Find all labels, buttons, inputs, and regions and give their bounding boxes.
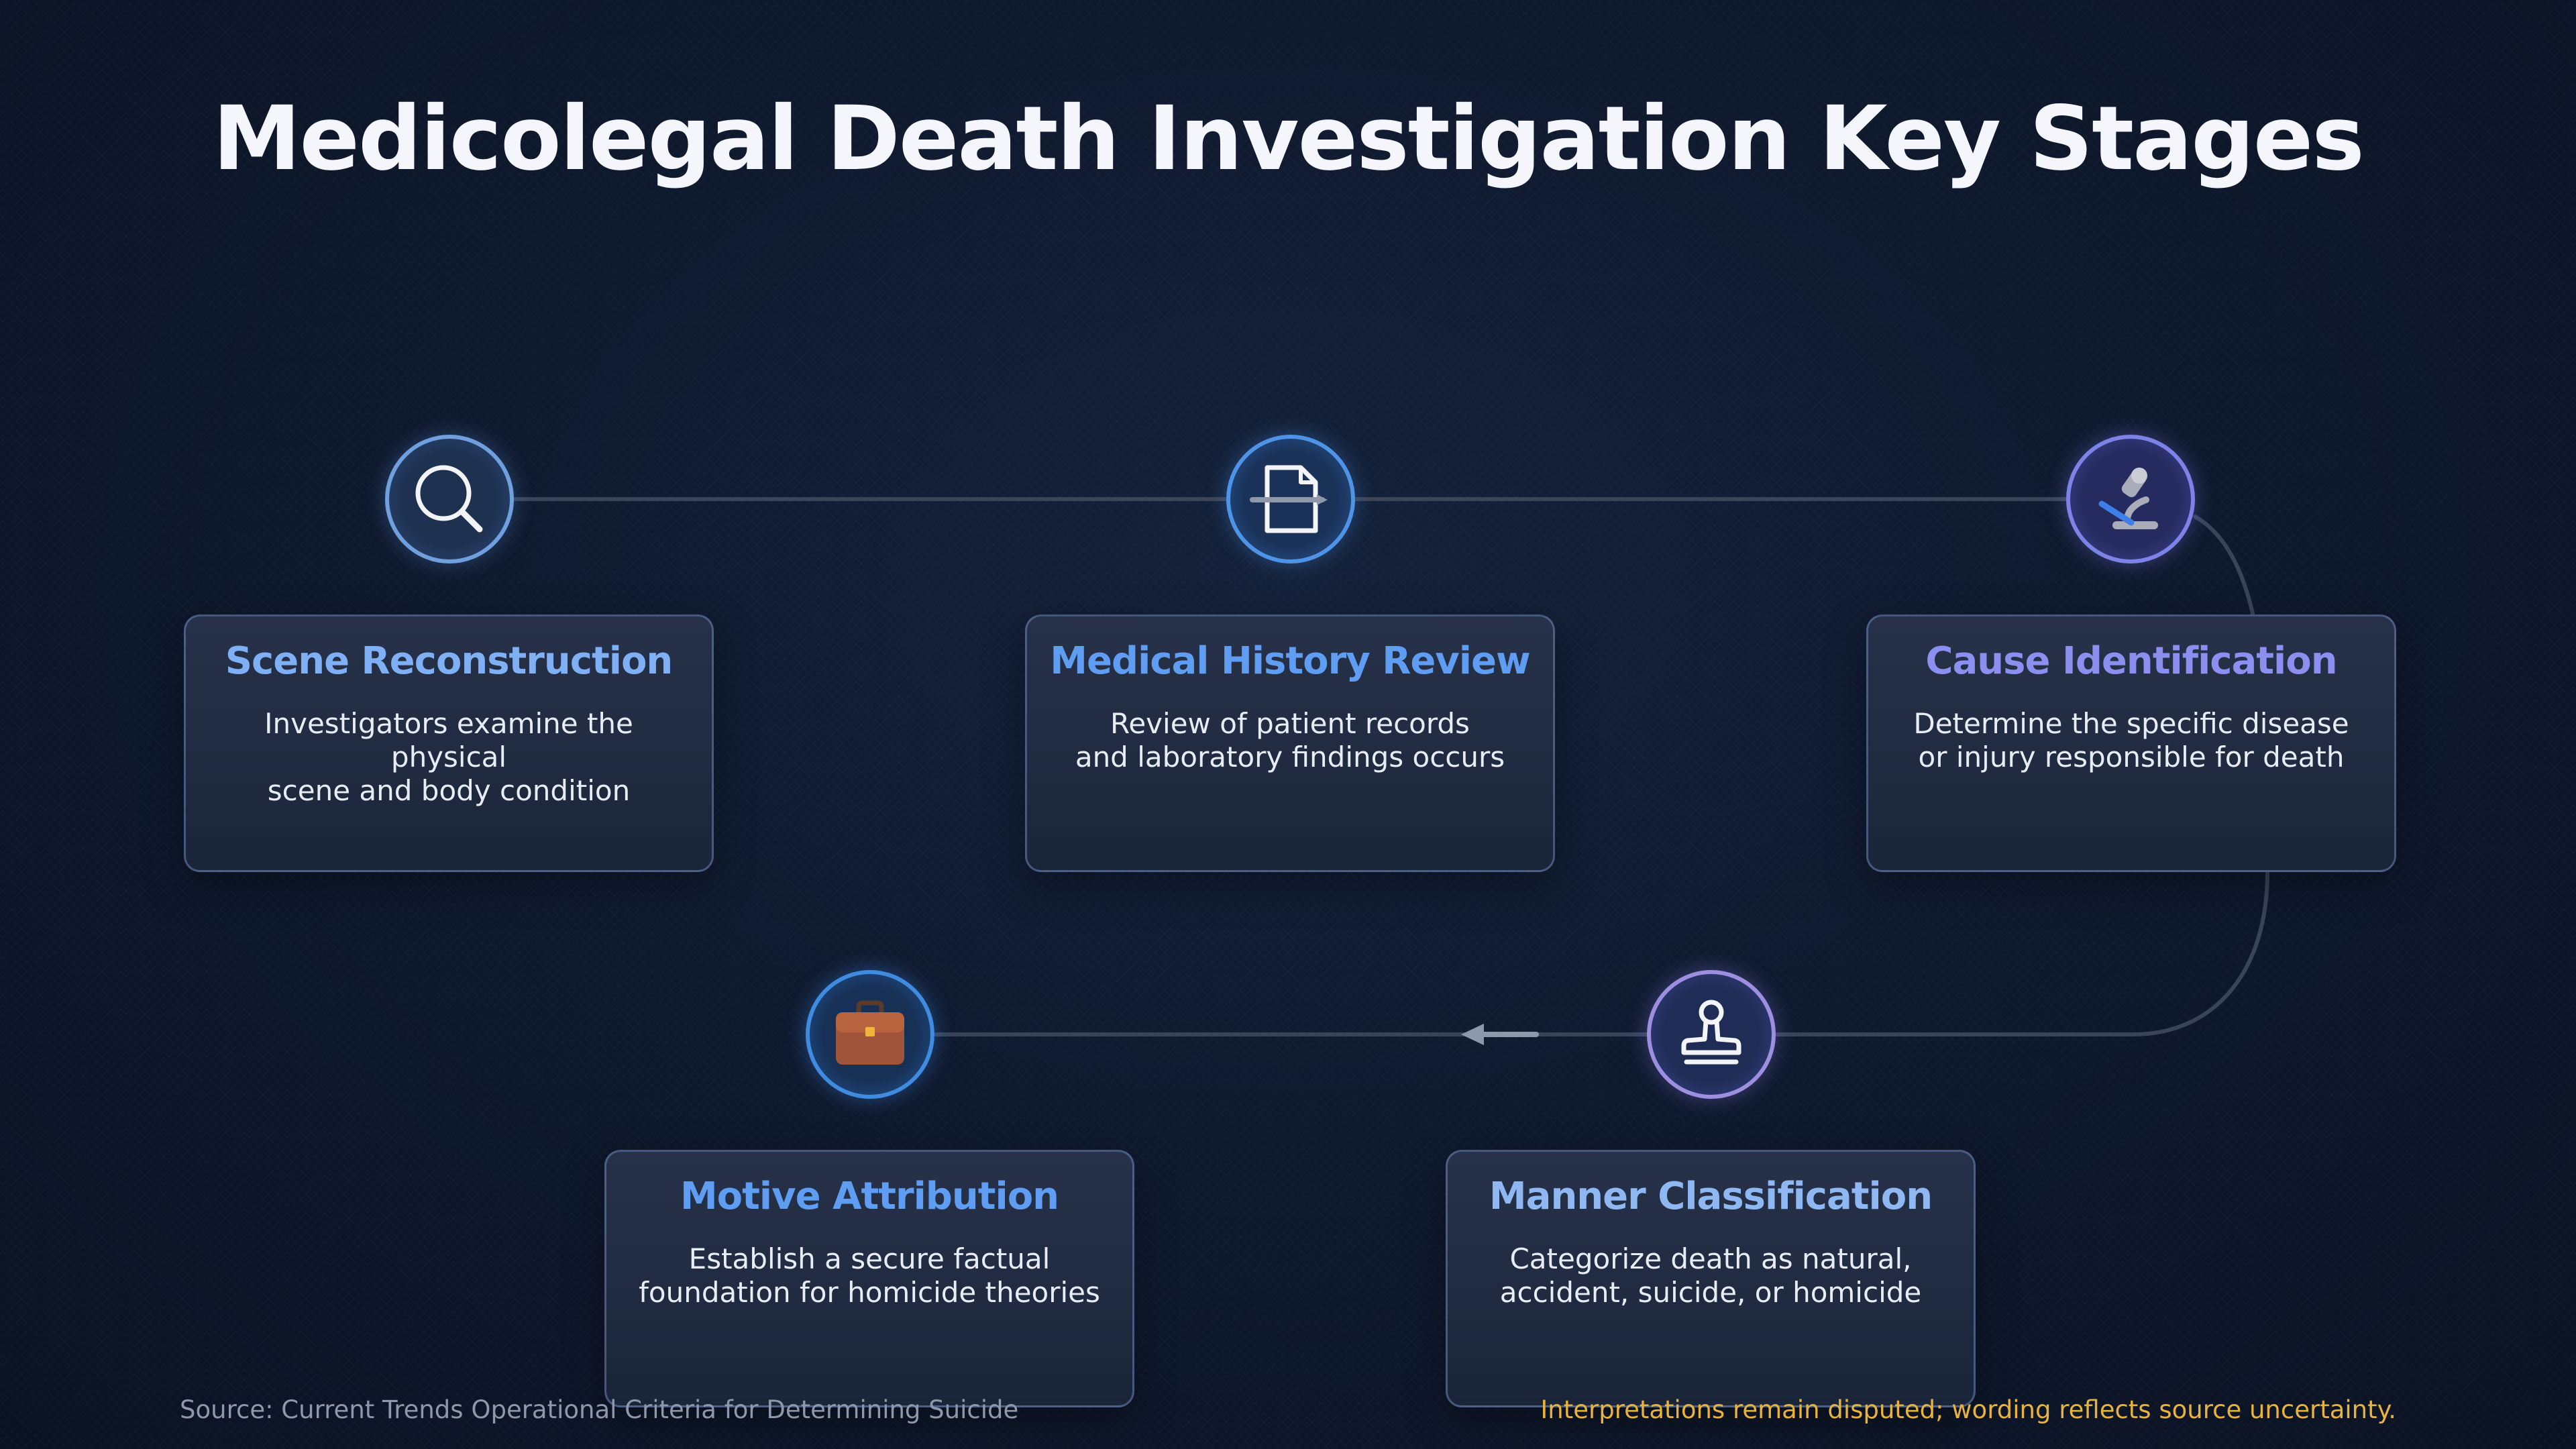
arrow-left-icon bbox=[1461, 1024, 1539, 1045]
stage-node-history bbox=[1226, 435, 1355, 564]
stage-title: Medical History Review bbox=[1050, 639, 1530, 683]
stage-title: Scene Reconstruction bbox=[225, 639, 674, 683]
stage-card-cause: Cause Identification Determine the speci… bbox=[1866, 614, 2396, 872]
magnifying-glass-icon bbox=[415, 465, 483, 533]
microscope-icon bbox=[2098, 468, 2158, 529]
document-icon bbox=[1250, 465, 1328, 533]
stage-description: Investigators examine the physical scene… bbox=[214, 707, 684, 808]
page-title: Medicolegal Death Investigation Key Stag… bbox=[213, 87, 2365, 191]
stage-card-motive: Motive Attribution Establish a secure fa… bbox=[604, 1150, 1134, 1407]
stage-node-manner bbox=[1647, 970, 1776, 1099]
stage-description-line: Determine the specific disease bbox=[1913, 707, 2349, 740]
stage-description-line: accident, suicide, or homicide bbox=[1499, 1276, 1922, 1309]
stage-description-line: and laboratory findings occurs bbox=[1075, 741, 1505, 773]
stage-node-cause bbox=[2066, 435, 2195, 564]
stage-description-line: or injury responsible for death bbox=[1918, 741, 2345, 773]
stage-title: Manner Classification bbox=[1489, 1175, 1933, 1218]
stage-description: Review of patient records and laboratory… bbox=[1055, 707, 1525, 774]
stage-description-line: Establish a secure factual bbox=[688, 1242, 1051, 1275]
stage-description-line: Review of patient records bbox=[1110, 707, 1470, 740]
stage-node-scene bbox=[385, 435, 514, 564]
disclaimer-note: Interpretations remain disputed; wording… bbox=[1540, 1395, 2396, 1424]
briefcase-icon bbox=[836, 1000, 904, 1065]
stage-description: Establish a secure factual foundation fo… bbox=[635, 1242, 1104, 1309]
stage-card-manner: Manner Classification Categorize death a… bbox=[1446, 1150, 1976, 1407]
stage-description-line: Investigators examine the physical bbox=[264, 707, 633, 773]
stage-description: Categorize death as natural, accident, s… bbox=[1476, 1242, 1945, 1309]
stamp-icon bbox=[1681, 1000, 1741, 1065]
source-note: Source: Current Trends Operational Crite… bbox=[180, 1395, 1019, 1424]
stage-title: Motive Attribution bbox=[680, 1175, 1059, 1218]
stage-node-motive bbox=[806, 970, 934, 1099]
stage-card-history: Medical History Review Review of patient… bbox=[1025, 614, 1555, 872]
stage-description-line: Categorize death as natural, bbox=[1509, 1242, 1912, 1275]
stage-description: Determine the specific disease or injury… bbox=[1896, 707, 2366, 774]
stage-title: Cause Identification bbox=[1925, 639, 2337, 683]
stage-card-scene: Scene Reconstruction Investigators exami… bbox=[184, 614, 714, 872]
stage-description-line: scene and body condition bbox=[267, 774, 631, 807]
stage-description-line: foundation for homicide theories bbox=[639, 1276, 1100, 1309]
